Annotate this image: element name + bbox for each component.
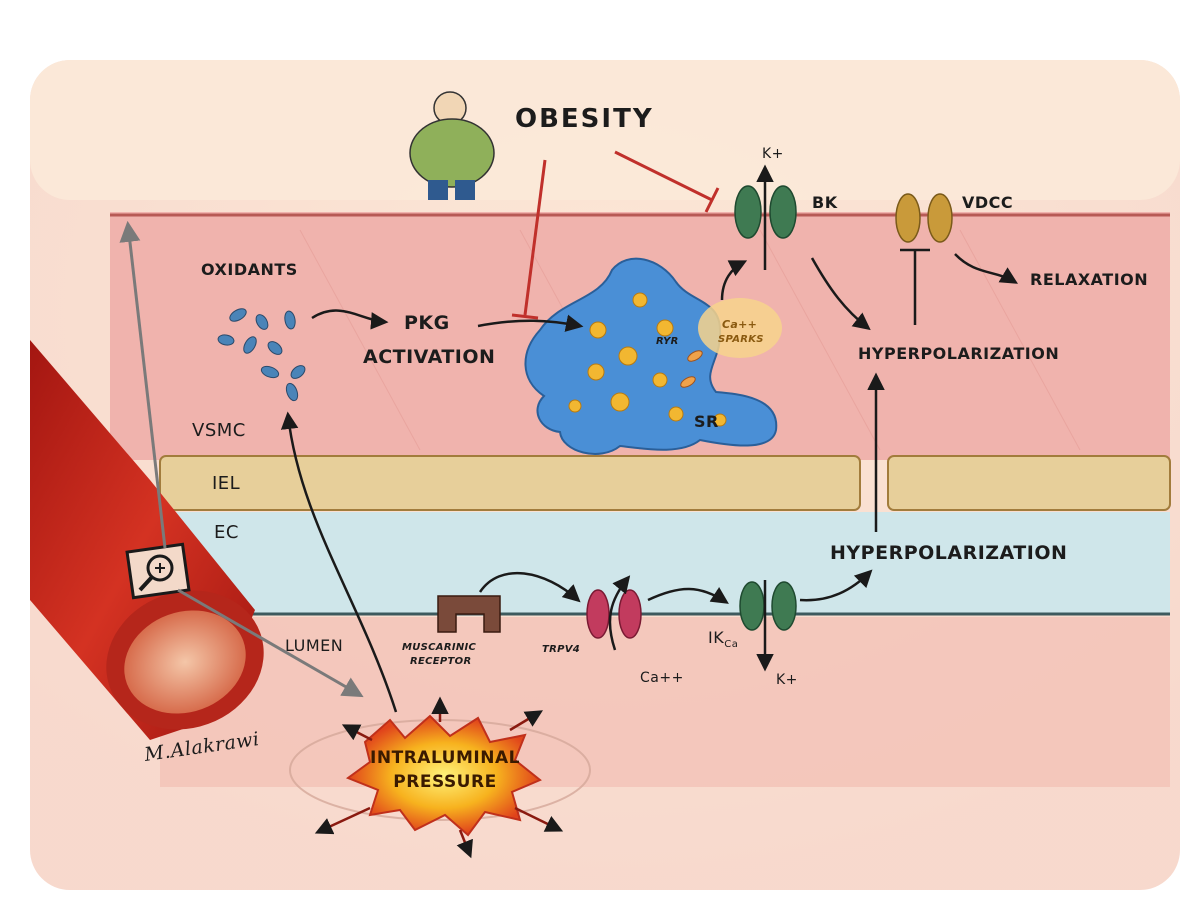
activation-label: ACTIVATION	[363, 346, 496, 368]
ryr-label: RYR	[656, 336, 679, 347]
magnifier-icon	[125, 542, 191, 600]
iel-layer-left	[159, 455, 861, 511]
ikca-channel	[739, 581, 797, 631]
ikca-label: IKCa	[708, 628, 738, 650]
ec-label: EC	[214, 522, 239, 543]
ec-layer	[160, 512, 1170, 614]
bk-label: BK	[812, 193, 838, 212]
k-plus-bottom-label: K+	[776, 672, 798, 688]
k-plus-top-label: K+	[762, 146, 784, 162]
hyperpolarization-top-label: HYPERPOLARIZATION	[858, 344, 1060, 363]
ca-plus-label: Ca++	[640, 670, 684, 686]
ca-sparks-cloud	[698, 298, 782, 358]
muscarinic-label-2: RECEPTOR	[410, 656, 472, 667]
pressure-label-line1: INTRALUMINAL	[370, 748, 520, 768]
ca-sparks-label-2: SPARKS	[718, 334, 764, 345]
intraluminal-pressure-label: INTRALUMINAL PRESSURE	[360, 746, 530, 794]
vdcc-label: VDCC	[962, 193, 1014, 212]
ca-sparks-label-1: Ca++	[722, 318, 758, 331]
vdcc-channel	[895, 193, 953, 243]
ik-sub-text: Ca	[724, 639, 739, 651]
relaxation-label: RELAXATION	[1030, 270, 1149, 289]
oxidants-label: OXIDANTS	[201, 260, 298, 279]
obese-person-icon	[409, 91, 495, 200]
sarcoplasmic-reticulum	[524, 257, 778, 455]
pkg-label: PKG	[404, 312, 450, 334]
oxidant-particles	[217, 308, 306, 402]
lumen-region	[160, 617, 1170, 787]
ik-main-text: IK	[708, 628, 725, 647]
hyperpolarization-mid-label: HYPERPOLARIZATION	[830, 542, 1068, 564]
inhibition-arrows	[511, 150, 720, 320]
arrow-pressure-oxidants	[280, 411, 398, 713]
muscarinic-receptor-shape	[437, 595, 501, 633]
ryr-receptors	[680, 350, 703, 388]
muscarinic-label-1: MUSCARINIC	[402, 642, 477, 653]
bk-channel	[734, 185, 797, 239]
pressure-label-line2: PRESSURE	[393, 772, 497, 792]
obesity-label: OBESITY	[515, 104, 654, 134]
arrow-oxidants-pkg	[311, 309, 389, 330]
lumen-label: LUMEN	[285, 636, 344, 655]
trpv4-label: TRPV4	[542, 644, 581, 655]
sr-label: SR	[694, 412, 719, 431]
arrow-pkg-sr	[477, 314, 584, 332]
iel-label: IEL	[212, 473, 241, 494]
sr-granules	[568, 292, 727, 427]
trpv4-channel	[586, 589, 642, 639]
iel-layer-right	[887, 455, 1171, 511]
vsmc-label: VSMC	[192, 420, 246, 441]
